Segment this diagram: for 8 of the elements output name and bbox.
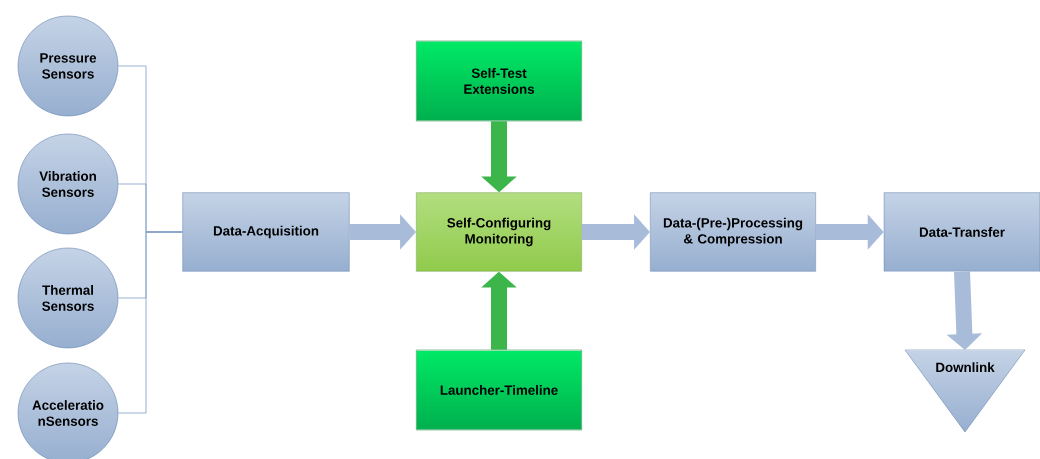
process-box: Data-Transfer [883, 192, 1040, 272]
connector-line [117, 231, 183, 414]
process-box: Data-Acquisition [182, 192, 350, 272]
process-box: Self-Configuring Monitoring [416, 192, 582, 272]
process-box: Data-(Pre-)Processing & Compression [650, 192, 816, 272]
downlink-triangle: Downlink [904, 349, 1026, 433]
process-box: Launcher-Timeline [416, 349, 582, 431]
process-box: Self-Test Extensions [416, 40, 582, 122]
